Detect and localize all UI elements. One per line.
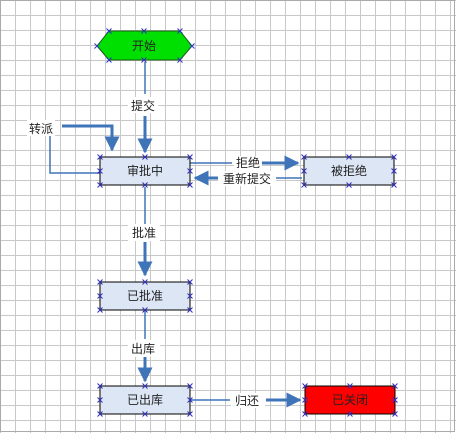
connection-handle [97, 182, 103, 188]
edge-approve[interactable]: 批准 [128, 187, 160, 277]
connection-handle [106, 57, 112, 63]
connection-handle [97, 154, 103, 160]
node-rejected-label: 被拒绝 [331, 163, 367, 178]
connection-handle [187, 411, 193, 417]
connection-handle [97, 279, 103, 285]
connection-handle [391, 168, 397, 174]
connection-handle [177, 28, 183, 34]
connection-handle [391, 182, 397, 188]
connection-handle [347, 383, 353, 389]
node-closed[interactable]: 已关闭 [304, 385, 396, 415]
connection-handle [392, 411, 398, 417]
node-shipped[interactable]: 已出库 [99, 385, 191, 415]
connection-handle [187, 397, 193, 403]
edge-label-reject: 拒绝 [236, 155, 260, 170]
connection-handle [94, 43, 100, 49]
connection-handle [187, 383, 193, 389]
connection-handle [142, 182, 148, 188]
connection-handle [301, 182, 307, 188]
connection-handle [346, 154, 352, 160]
connection-handle [142, 154, 148, 160]
connection-handle [97, 383, 103, 389]
edge-transfer[interactable]: 转派 [27, 120, 120, 174]
connection-handle [142, 307, 148, 313]
edge-label-ship: 出库 [131, 341, 155, 356]
connection-handle [141, 57, 147, 63]
node-shipped-label: 已出库 [127, 392, 163, 407]
connection-handle [97, 293, 103, 299]
edge-label-resubmit: 重新提交 [223, 171, 271, 186]
edge-label-submit: 提交 [131, 98, 155, 113]
connection-handle [97, 397, 103, 403]
edge-return[interactable]: 归还 [190, 392, 302, 408]
connection-handle [187, 279, 193, 285]
edge-reject[interactable]: 拒绝 [190, 155, 300, 171]
connection-handle [189, 43, 195, 49]
connection-handle [187, 182, 193, 188]
connection-handle [106, 28, 112, 34]
edge-label-return: 归还 [235, 394, 259, 408]
connection-handle [392, 383, 398, 389]
connection-handle [142, 383, 148, 389]
selection-handles [94, 28, 398, 417]
connection-handle [97, 411, 103, 417]
connection-handle [141, 28, 147, 34]
edge-label-approve: 批准 [132, 225, 156, 240]
node-approved[interactable]: 已批准 [99, 281, 191, 311]
connection-handle [97, 168, 103, 174]
connection-handle [187, 307, 193, 313]
edge-ship[interactable]: 出库 [128, 311, 160, 383]
node-start[interactable]: 开始 [96, 30, 193, 61]
connection-handle [187, 293, 193, 299]
connection-handle [97, 307, 103, 313]
connection-handle [391, 154, 397, 160]
connection-handle [392, 397, 398, 403]
connection-handle [302, 383, 308, 389]
connection-handle [177, 57, 183, 63]
connection-handle [302, 411, 308, 417]
node-approved-label: 已批准 [127, 288, 163, 303]
connection-handle [302, 397, 308, 403]
connection-handle [347, 411, 353, 417]
edge-resubmit[interactable]: 重新提交 [193, 170, 302, 186]
connection-handle [142, 411, 148, 417]
node-start-label: 开始 [132, 39, 156, 53]
node-rejected[interactable]: 被拒绝 [303, 156, 395, 186]
connection-handle [301, 168, 307, 174]
edge-label-transfer: 转派 [29, 121, 53, 136]
node-reviewing-label: 审批中 [127, 163, 163, 178]
connection-handle [301, 154, 307, 160]
edge-submit[interactable]: 提交 [128, 62, 158, 154]
connection-handle [187, 168, 193, 174]
node-reviewing[interactable]: 审批中 [99, 156, 191, 186]
connection-handle [187, 154, 193, 160]
connection-handle [142, 279, 148, 285]
connection-handle [346, 182, 352, 188]
node-closed-label: 已关闭 [332, 393, 368, 407]
